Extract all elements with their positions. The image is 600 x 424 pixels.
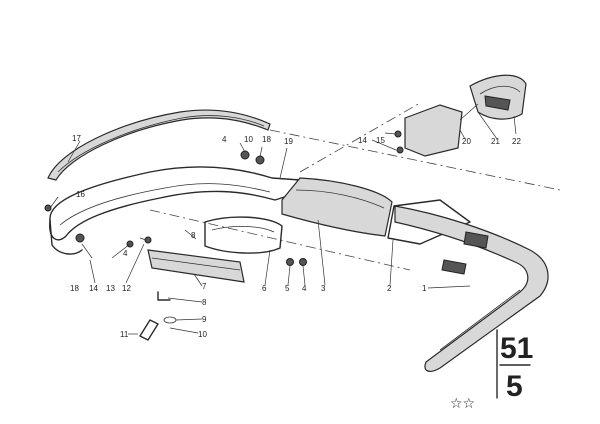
group-number: 51 [500,332,533,365]
callout-3: 3 [321,284,326,293]
callout-13: 13 [106,284,115,293]
centre-panel-part-3 [281,177,393,237]
callout-4-right: 4 [302,284,307,293]
callout-12: 12 [122,284,131,293]
callout-21: 21 [491,137,500,146]
leader-lines [49,111,517,335]
callout-19: 19 [284,137,293,146]
star-marks: ☆☆ [450,396,475,412]
callout-22: 22 [512,137,521,146]
callout-14-left: 14 [89,284,98,293]
callout-18-top: 18 [262,135,271,144]
overrider-assembly [404,74,527,157]
strap-part-6 [204,216,283,254]
callout-15: 15 [376,136,385,145]
callout-20: 20 [462,137,471,146]
callout-7: 7 [202,282,207,291]
callout-1: 1 [422,284,427,293]
sub-number: 5 [506,370,523,403]
group-number-block: 51 5 [496,329,533,403]
fasteners [44,130,404,341]
callout-8-top: 8 [191,231,196,240]
callout-9: 9 [202,315,207,324]
callout-11: 11 [120,330,129,339]
callout-labels: 17 16 4 10 18 19 15 14 20 21 22 8 4 13 1… [70,134,521,339]
callout-10: 10 [198,330,207,339]
callout-16: 16 [76,190,85,199]
trim-strip-part-17 [47,109,271,181]
callout-10-top: 10 [244,135,253,144]
bumper-bar-part-1 [394,205,549,372]
rear-bumper-main [49,166,301,255]
bracket-plate-part-7 [147,249,245,283]
callout-18-left: 18 [70,284,79,293]
callout-5: 5 [285,284,290,293]
callout-4-top: 4 [222,135,227,144]
callout-8: 8 [202,298,207,307]
callout-2: 2 [387,284,392,293]
callout-6: 6 [262,284,267,293]
callout-17: 17 [72,134,81,143]
assembly-axis-lines [149,102,561,271]
callout-14-top: 14 [358,136,367,145]
callout-4-mid: 4 [123,249,128,258]
